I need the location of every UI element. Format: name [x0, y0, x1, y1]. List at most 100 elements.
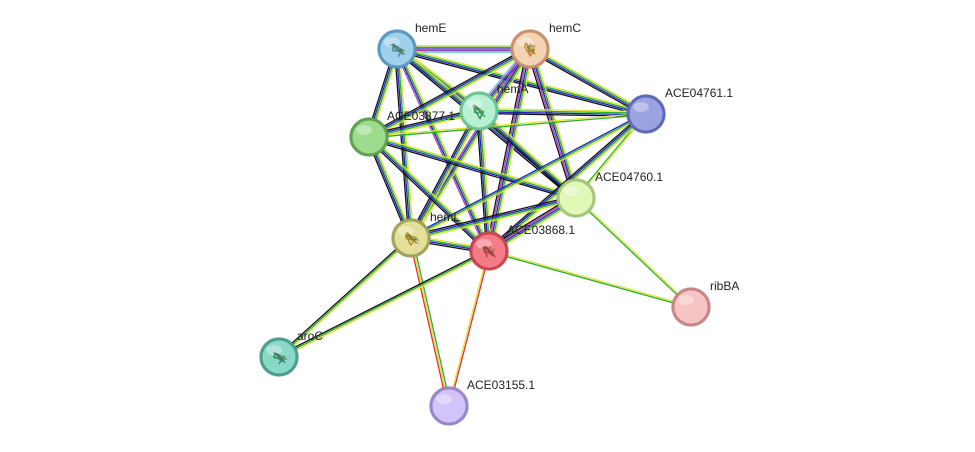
edge-evidence-line	[576, 196, 692, 307]
protein-structure-icon	[389, 43, 406, 58]
node-aroC[interactable]: aroC	[259, 329, 323, 377]
edge-evidence-line	[411, 111, 481, 239]
edge-evidence-line	[278, 250, 490, 358]
edge-evidence-line	[395, 49, 489, 252]
edge-evidence-line	[368, 138, 576, 201]
node-hemC[interactable]: hemC	[510, 21, 581, 69]
edge-hemA-hemL	[408, 109, 482, 240]
node-circle[interactable]	[556, 178, 596, 218]
edge-evidence-line	[479, 109, 577, 198]
node-sheen	[266, 345, 282, 355]
node-ACE04761.1[interactable]: ACE04761.1	[626, 86, 733, 134]
edge-hemL-ACE03155.1	[408, 237, 452, 407]
edge-evidence-line	[409, 110, 479, 238]
node-hemL[interactable]: hemL	[391, 210, 460, 258]
edge-evidence-line	[277, 236, 411, 357]
edge-evidence-line	[479, 110, 491, 251]
edge-hemL-aroC	[277, 236, 413, 359]
node-sheen	[384, 37, 400, 47]
edge-evidence-line	[395, 49, 411, 239]
edge-evidence-line	[410, 237, 450, 407]
edge-evidence-line	[279, 238, 413, 359]
node-label: ACE04760.1	[595, 170, 663, 184]
edge-evidence-line	[411, 114, 648, 240]
edge-ACE03868.1-ACE03155.1	[447, 250, 491, 407]
node-label: aroC	[297, 329, 323, 343]
edge-evidence-line	[475, 111, 488, 252]
edge-evidence-line	[368, 137, 489, 253]
edge-evidence-line	[369, 134, 577, 197]
edge-evidence-line	[366, 138, 488, 254]
node-circle[interactable]	[349, 117, 389, 157]
edge-evidence-line	[449, 251, 491, 407]
edge-evidence-line	[480, 110, 493, 251]
node-ACE04760.1[interactable]: ACE04760.1	[556, 170, 663, 218]
node-circle[interactable]	[626, 94, 666, 134]
node-sheen	[466, 99, 482, 109]
nodes-layer: hemE hemC hemA ACE04761.1 ACE03877.1ACE04760…	[259, 21, 739, 426]
edge-evidence-line	[488, 251, 691, 309]
edge-evidence-line	[411, 199, 577, 241]
node-ribBA[interactable]: ribBA	[671, 279, 739, 327]
structure-ribbon	[472, 104, 485, 121]
node-sheen	[633, 102, 649, 112]
edge-ACE03877.1-ACE04760.1	[368, 134, 577, 201]
node-circle[interactable]	[671, 287, 711, 327]
node-label: hemL	[430, 210, 460, 224]
node-sheen	[436, 394, 452, 404]
edge-ACE03868.1-aroC	[277, 248, 491, 360]
node-label: hemC	[549, 21, 581, 35]
edge-evidence-line	[447, 250, 489, 406]
edge-ACE03877.1-ACE03868.1	[366, 134, 492, 254]
edge-evidence-line	[369, 50, 532, 140]
edge-evidence-line	[369, 135, 577, 198]
edge-ACE03877.1-ACE04761.1	[368, 112, 647, 139]
node-label: ACE03155.1	[467, 378, 535, 392]
node-ACE03868.1[interactable]: ACE03868.1	[469, 223, 575, 271]
edge-evidence-line	[530, 46, 648, 113]
node-sheen	[356, 125, 372, 135]
node-label: ACE03877.1	[387, 109, 455, 123]
structure-ribbon	[404, 235, 420, 245]
edge-evidence-line	[575, 198, 691, 309]
node-circle[interactable]	[429, 386, 469, 426]
edge-evidence-line	[410, 196, 576, 238]
node-hemA[interactable]: hemA	[459, 82, 528, 131]
edge-evidence-line	[528, 50, 646, 117]
node-ACE03877.1[interactable]: ACE03877.1	[349, 109, 455, 157]
node-hemE[interactable]: hemE	[377, 21, 446, 69]
node-label: hemE	[415, 21, 446, 35]
protein-structure-icon	[481, 245, 496, 258]
edge-evidence-line	[410, 195, 576, 237]
edge-ACE04760.1-ribBA	[575, 196, 692, 309]
edge-evidence-line	[394, 49, 488, 253]
edge-evidence-line	[408, 238, 449, 407]
edge-evidence-line	[477, 111, 489, 252]
edge-evidence-line	[367, 46, 530, 136]
edge-evidence-line	[277, 248, 489, 357]
edges-layer	[277, 45, 692, 407]
structure-ribbon	[389, 44, 406, 55]
edge-evidence-line	[278, 237, 412, 358]
edge-ACE04760.1-hemL	[410, 195, 577, 241]
edge-evidence-line	[279, 251, 491, 360]
edge-evidence-line	[408, 109, 478, 238]
edge-evidence-line	[530, 47, 647, 114]
node-ACE03155.1[interactable]: ACE03155.1	[429, 378, 535, 426]
node-sheen	[517, 37, 533, 47]
edge-evidence-line	[489, 249, 692, 307]
edge-evidence-line	[479, 109, 647, 114]
node-sheen	[678, 295, 694, 305]
edge-evidence-line	[411, 198, 577, 240]
node-sheen	[398, 226, 414, 236]
node-sheen	[563, 186, 579, 196]
edge-hemA-ACE03868.1	[475, 110, 493, 252]
edge-ACE03868.1-ribBA	[488, 249, 692, 309]
edge-evidence-line	[529, 49, 646, 116]
edge-evidence-line	[368, 112, 646, 137]
edge-hemC-ACE04761.1	[528, 46, 648, 117]
edge-hemC-ACE03877.1	[367, 46, 532, 140]
edge-evidence-line	[412, 111, 482, 240]
edge-evidence-line	[409, 112, 646, 238]
